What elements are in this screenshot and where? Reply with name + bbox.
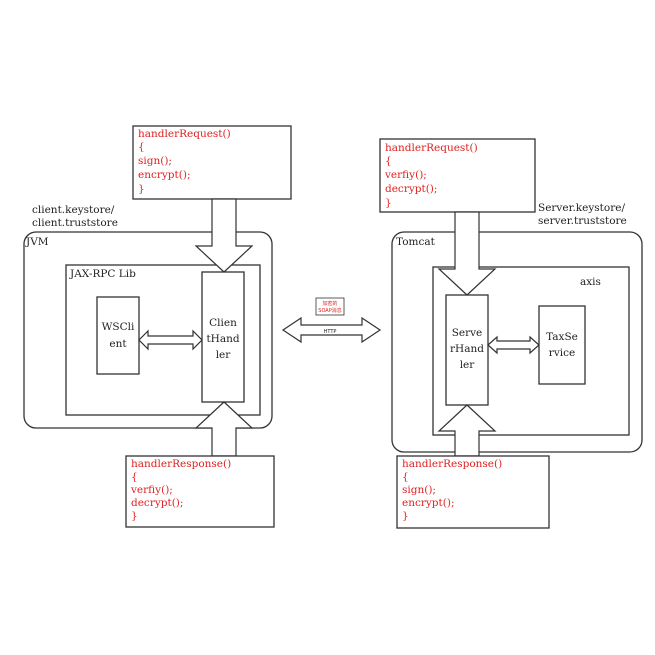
jax-rpc-lib-label: JAX-RPC Lib <box>69 268 136 280</box>
client-response-line-2: decrypt(); <box>131 497 183 509</box>
client-response-close: } <box>131 510 138 522</box>
server-request-line-2: decrypt(); <box>385 183 437 195</box>
client-response-up-arrow <box>194 401 254 457</box>
server-request-down-arrow <box>437 211 497 296</box>
server-request-title: handlerRequest() <box>385 142 478 154</box>
server-handler-label-2: rHand <box>450 343 484 355</box>
axis-box <box>432 266 630 436</box>
client-response-open: { <box>131 471 138 483</box>
server-handler-label-3: ler <box>460 359 476 371</box>
soap-message-note-line-1: 加密的 <box>322 300 337 307</box>
client-response-box <box>125 455 275 528</box>
server-response-up-arrow <box>437 404 497 457</box>
tomcat-label: Tomcat <box>396 236 436 248</box>
wsclient-label-2: ent <box>109 338 127 350</box>
server-handler-label-1: Serve <box>452 327 483 339</box>
server-request-close: } <box>385 197 392 209</box>
tomcat-container <box>391 231 643 453</box>
server-response-box <box>396 455 550 529</box>
server-keystore-label: Server.keystore/ <box>538 202 625 214</box>
server-response-line-2: encrypt(); <box>402 497 454 509</box>
jvm-label: JVM <box>25 236 49 248</box>
client-request-title: handlerRequest() <box>138 128 231 140</box>
taxservice-box <box>538 305 586 385</box>
axis-label: axis <box>580 276 601 288</box>
jvm-container <box>23 231 273 429</box>
client-request-line-2: encrypt(); <box>138 169 190 181</box>
client-response-line-1: verfiy(); <box>130 484 173 496</box>
server-truststore-label: server.truststore <box>538 215 627 227</box>
server-request-open: { <box>385 155 392 167</box>
server-request-line-1: verfiy(); <box>384 169 427 181</box>
soap-message-note-box <box>315 297 345 316</box>
client-request-down-arrow <box>194 198 254 273</box>
client-keystore-label: client.keystore/ <box>32 204 115 216</box>
taxservice-label-1: TaxSe <box>546 331 578 343</box>
http-label: HTTP <box>324 329 337 335</box>
taxservice-label-2: rvice <box>549 347 575 359</box>
server-response-line-1: sign(); <box>402 484 436 496</box>
server-response-close: } <box>402 510 409 522</box>
wsclient-handler-double-arrow <box>138 329 203 351</box>
client-request-open: { <box>138 141 145 153</box>
server-request-box <box>379 138 536 213</box>
client-handler-label-1: Clien <box>209 317 237 329</box>
server-handler-box <box>445 294 489 406</box>
client-truststore-label: client.truststore <box>32 217 118 229</box>
client-handler-label-2: tHand <box>206 333 239 345</box>
client-handler-label-3: ler <box>216 349 232 361</box>
handler-service-double-arrow <box>487 335 540 355</box>
wsclient-label-1: WSCli <box>102 321 135 333</box>
http-double-arrow <box>281 316 382 344</box>
client-handler-box <box>201 271 245 403</box>
wsclient-box <box>96 296 140 375</box>
server-response-open: { <box>402 471 409 483</box>
client-request-close: } <box>138 183 145 195</box>
server-response-title: handlerResponse() <box>402 458 502 470</box>
client-request-line-1: sign(); <box>138 155 172 167</box>
soap-message-note-line-2: SOAP消息 <box>318 307 341 314</box>
jax-rpc-lib-box <box>65 264 261 416</box>
client-response-title: handlerResponse() <box>131 458 231 470</box>
